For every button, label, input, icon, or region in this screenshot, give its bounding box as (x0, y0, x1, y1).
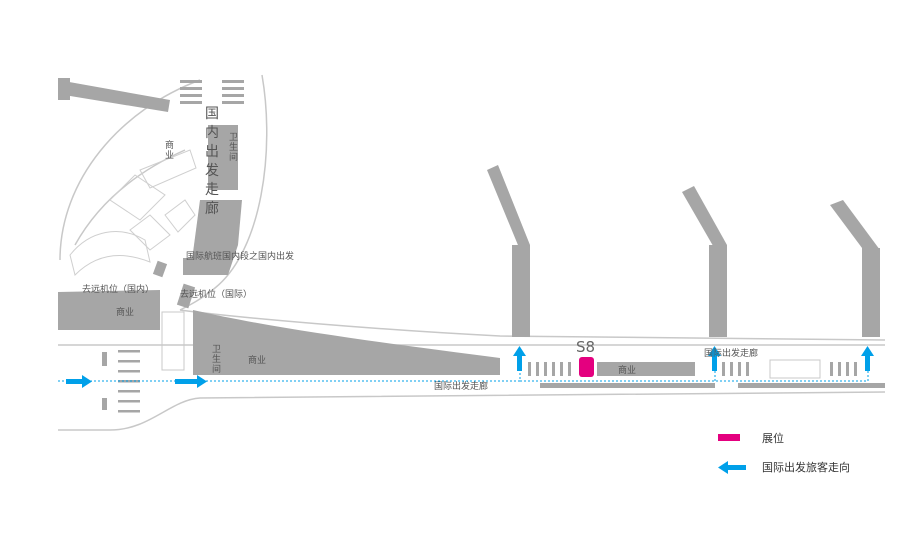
left-crosswalk (102, 350, 140, 413)
flow-arrow-up-2 (708, 346, 721, 371)
north-building (58, 78, 242, 309)
label-intl-corridor-upper: 国际出发走廊 (704, 347, 758, 359)
jet-bridge-1 (487, 165, 530, 337)
label-domestic-corridor-6: 廊 (205, 200, 219, 217)
flow-arrow-left-1 (66, 375, 92, 388)
road-lines (58, 74, 886, 431)
restroom-top-block (208, 125, 238, 190)
label-domestic-corridor-1: 国 (205, 106, 219, 122)
label-restroom-top-1: 卫 (229, 133, 238, 143)
label-restroom-mid-3: 间 (212, 363, 221, 375)
label-commerce-top-2: 业 (165, 150, 174, 161)
label-restroom-top-3: 间 (229, 151, 238, 163)
label-commerce-top-1: 商 (165, 139, 174, 151)
map-labels: 国 内 出 发 走 廊 卫 生 间 商 业 国际航班国内段之国内出发 去远机位（… (82, 106, 758, 392)
label-booth-s8: S8 (576, 338, 595, 356)
legend-flow-label: 国际出发旅客走向 (762, 460, 850, 474)
label-restroom-mid-1: 卫 (212, 345, 221, 355)
flow-arrow-up-3 (861, 346, 874, 371)
corridor-block (190, 200, 242, 275)
top-crosswalk (180, 80, 244, 104)
label-domestic-corridor-5: 走 (205, 182, 219, 198)
label-restroom-mid-2: 生 (212, 353, 221, 365)
label-commerce-right: 商业 (618, 364, 636, 376)
commerce-right-block (597, 362, 695, 376)
legend-flow-arrow-icon (718, 461, 746, 474)
label-remote-international: 去远机位（国际） (180, 288, 252, 300)
commerce-left-block (58, 290, 160, 330)
label-commerce-left: 商业 (116, 306, 134, 318)
flow-arrow-up-1 (513, 346, 526, 371)
label-commerce-mid: 商业 (248, 354, 266, 366)
label-domestic-corridor-2: 内 (205, 125, 219, 141)
gate-stripes (528, 362, 857, 376)
legend-booth-swatch (718, 434, 740, 441)
booth-s8[interactable] (579, 357, 594, 377)
label-remote-domestic: 去远机位（国内） (82, 283, 154, 295)
label-restroom-top-2: 生 (229, 141, 238, 153)
jet-bridge-2 (682, 186, 727, 337)
label-intl-corridor-lower: 国际出发走廊 (434, 380, 488, 392)
label-transfer-note: 国际航班国内段之国内出发 (186, 250, 294, 262)
passenger-flow (58, 346, 874, 388)
commerce-mid-block (193, 310, 500, 375)
jet-bridge-3 (830, 200, 880, 337)
label-domestic-corridor-3: 出 (205, 144, 219, 160)
label-domestic-corridor-4: 发 (205, 163, 219, 179)
legend-booth-label: 展位 (762, 431, 784, 445)
flow-arrow-left-2 (175, 375, 207, 388)
outlined-buildings (69, 149, 197, 276)
legend: 展位 国际出发旅客走向 (718, 431, 850, 474)
